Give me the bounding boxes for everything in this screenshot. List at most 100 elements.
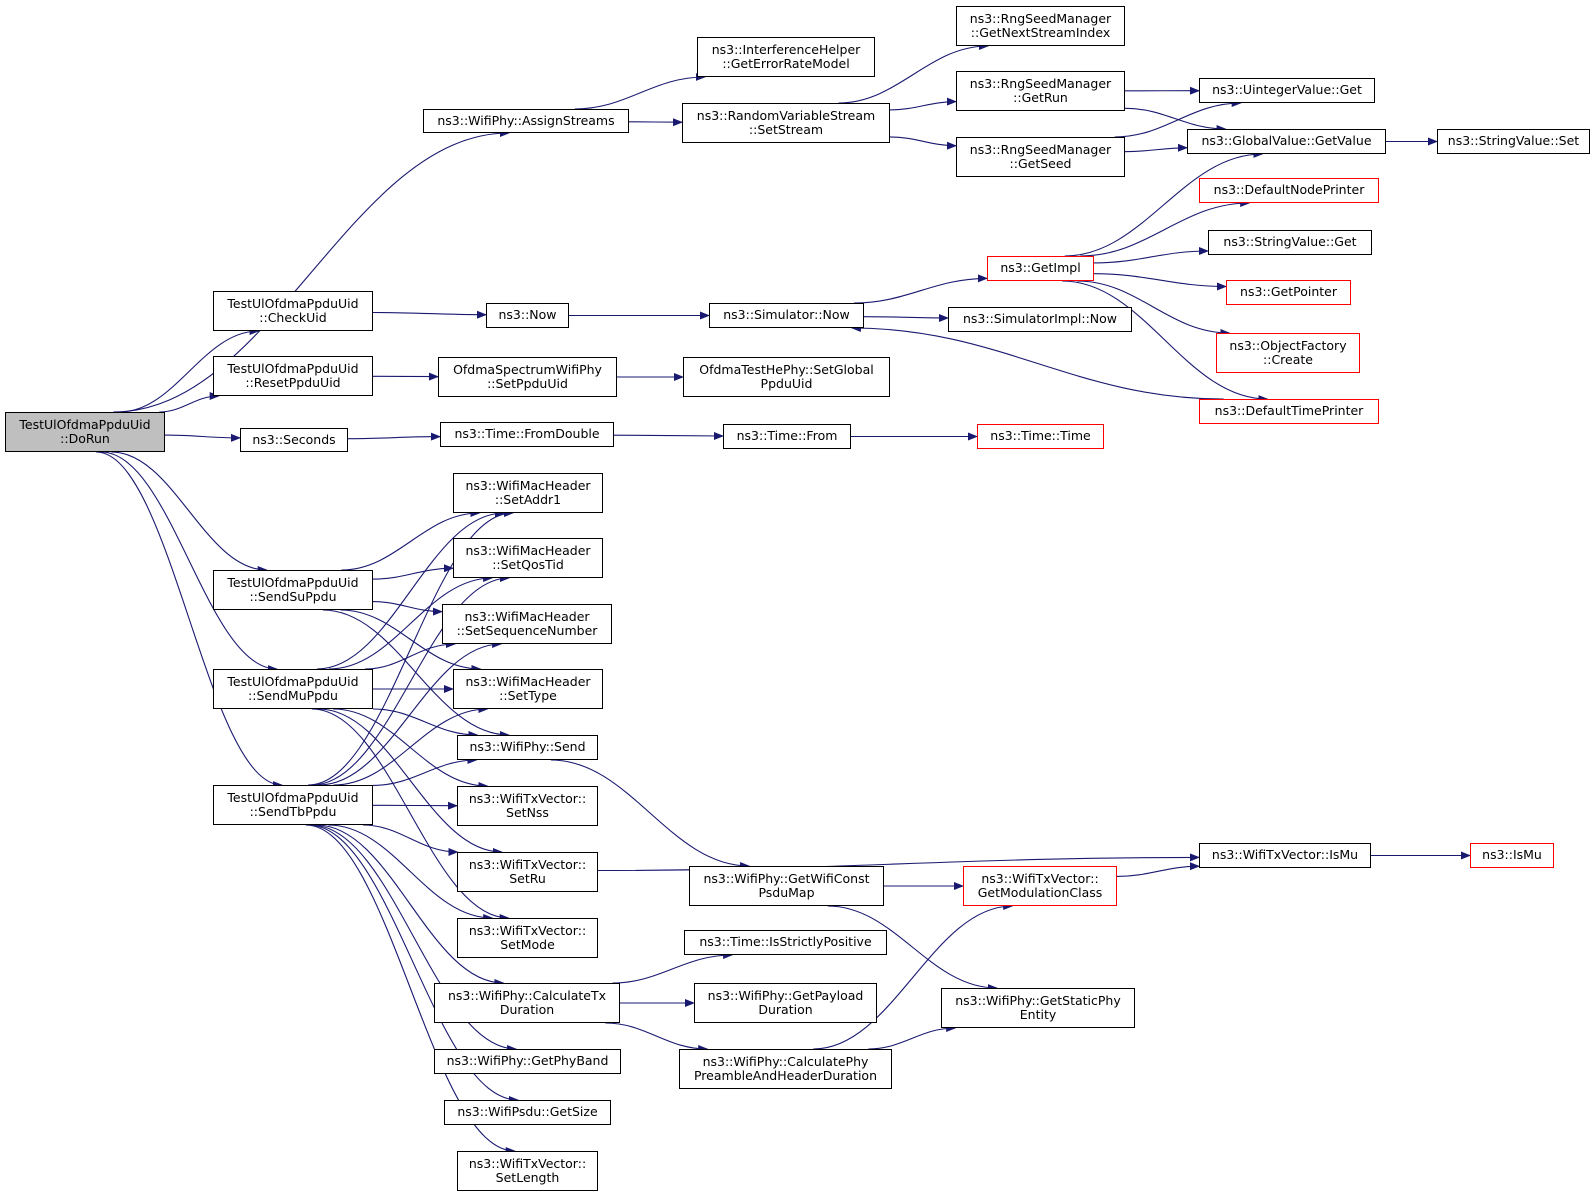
node-wifi-mac-header-set-type[interactable]: ns3::WifiMacHeader::SetType	[453, 669, 603, 709]
node-time-time[interactable]: ns3::Time::Time	[977, 424, 1104, 449]
node-wifi-tx-vector-set-mode[interactable]: ns3::WifiTxVector::SetMode	[457, 918, 598, 958]
node-label-line: ns3::DefaultNodePrinter	[1214, 183, 1365, 198]
node-uinteger-value-get[interactable]: ns3::UintegerValue::Get	[1199, 78, 1375, 103]
node-test-check-uid[interactable]: TestUlOfdmaPpduUid::CheckUid	[213, 291, 373, 331]
node-rng-get-run[interactable]: ns3::RngSeedManager::GetRun	[956, 71, 1125, 111]
node-label-line: OfdmaTestHePhy::SetGlobal	[699, 363, 874, 378]
node-time-from-double[interactable]: ns3::Time::FromDouble	[440, 422, 614, 447]
node-global-value-get-value[interactable]: ns3::GlobalValue::GetValue	[1187, 129, 1386, 154]
node-label-line: SetMode	[500, 938, 555, 953]
node-label-line: ns3::WifiPhy::GetWifiConst	[703, 872, 869, 887]
node-label-line: ns3::WifiPhy::CalculatePhy	[703, 1055, 869, 1070]
node-ofdma-spectrum-wifi-phy-set-ppdu-uid[interactable]: OfdmaSpectrumWifiPhy::SetPpduUid	[438, 357, 617, 397]
call-edge-sendMuPpdu-to-setRu	[319, 709, 502, 852]
node-now[interactable]: ns3::Now	[486, 303, 569, 328]
node-label-line: ::SetPpduUid	[487, 377, 568, 392]
node-label-line: ::SetAddr1	[495, 493, 561, 508]
node-label-line: ::GetErrorRateModel	[722, 57, 849, 72]
node-label-line: ns3::WifiPhy::GetStaticPhy	[955, 994, 1121, 1009]
node-label-line: ns3::Time::From	[737, 429, 838, 444]
node-label-line: TestUlOfdmaPpduUid	[227, 675, 358, 690]
node-label-line: ns3::IsMu	[1482, 848, 1542, 863]
node-label-line: ns3::Time::FromDouble	[454, 427, 599, 442]
node-test-send-mu-ppdu[interactable]: TestUlOfdmaPpduUid::SendMuPpdu	[213, 669, 373, 709]
node-seconds[interactable]: ns3::Seconds	[240, 428, 348, 452]
node-string-value-get[interactable]: ns3::StringValue::Get	[1208, 230, 1372, 255]
node-label-line: ns3::WifiPhy::CalculateTx	[448, 989, 606, 1004]
node-label-line: ::GetRun	[1013, 91, 1068, 106]
node-wifi-tx-vector-set-length[interactable]: ns3::WifiTxVector::SetLength	[457, 1151, 598, 1191]
call-edge-setStream-to-getRun	[890, 102, 956, 110]
node-get-pointer[interactable]: ns3::GetPointer	[1226, 280, 1351, 305]
node-default-time-printer[interactable]: ns3::DefaultTimePrinter	[1199, 399, 1379, 424]
node-wifi-phy-assign-streams[interactable]: ns3::WifiPhy::AssignStreams	[423, 109, 629, 133]
node-random-variable-stream-set-stream[interactable]: ns3::RandomVariableStream::SetStream	[682, 103, 890, 143]
node-time-is-strictly-positive[interactable]: ns3::Time::IsStrictlyPositive	[684, 930, 887, 955]
node-label-line: ns3::WifiPhy::GetPayload	[708, 989, 864, 1004]
node-label-line: ns3::GetImpl	[1000, 261, 1080, 276]
node-label-line: GetModulationClass	[978, 886, 1103, 901]
node-label-line: ::ResetPpduUid	[245, 376, 340, 391]
node-object-factory-create[interactable]: ns3::ObjectFactory::Create	[1216, 333, 1360, 373]
node-label-line: SetNss	[506, 806, 549, 821]
node-simulator-impl-now[interactable]: ns3::SimulatorImpl::Now	[948, 307, 1132, 332]
node-label-line: TestUlOfdmaPpduUid	[19, 418, 150, 433]
node-time-from[interactable]: ns3::Time::From	[723, 424, 851, 449]
node-simulator-now[interactable]: ns3::Simulator::Now	[709, 303, 864, 328]
node-is-mu[interactable]: ns3::IsMu	[1470, 843, 1554, 868]
node-label-line: ::SetQosTid	[492, 558, 564, 573]
node-test-send-tb-ppdu[interactable]: TestUlOfdmaPpduUid::SendTbPpdu	[213, 785, 373, 825]
node-label-line: ns3::WifiTxVector::	[469, 1157, 586, 1172]
node-label-line: PsduMap	[758, 886, 814, 901]
node-test-reset-ppdu-uid[interactable]: TestUlOfdmaPpduUid::ResetPpduUid	[213, 356, 373, 396]
node-label-line: PreambleAndHeaderDuration	[694, 1069, 877, 1084]
node-label-line: Entity	[1020, 1008, 1057, 1023]
node-wifi-psdu-get-size[interactable]: ns3::WifiPsdu::GetSize	[444, 1100, 611, 1125]
node-label-line: ns3::WifiMacHeader	[465, 544, 590, 559]
node-wifi-mac-header-set-addr1[interactable]: ns3::WifiMacHeader::SetAddr1	[453, 473, 603, 513]
node-label-line: ::Create	[1263, 353, 1313, 368]
node-string-value-set[interactable]: ns3::StringValue::Set	[1437, 129, 1590, 154]
node-label-line: ns3::StringValue::Get	[1223, 235, 1356, 250]
call-edge-defaultTimePrinter-to-simulatorNow	[852, 328, 1224, 399]
node-label-line: ::SendTbPpdu	[250, 805, 337, 820]
node-wifi-phy-get-phy-band[interactable]: ns3::WifiPhy::GetPhyBand	[434, 1049, 621, 1074]
node-label-line: ns3::Time::Time	[990, 429, 1090, 444]
node-default-node-printer[interactable]: ns3::DefaultNodePrinter	[1199, 178, 1379, 203]
node-rng-get-seed[interactable]: ns3::RngSeedManager::GetSeed	[956, 137, 1125, 177]
node-get-impl[interactable]: ns3::GetImpl	[987, 256, 1094, 281]
call-edge-calcTxDuration-to-isStrictlyPositive	[613, 955, 733, 983]
node-wifi-mac-header-set-sequence-number[interactable]: ns3::WifiMacHeader::SetSequenceNumber	[442, 604, 612, 644]
call-edge-doRun-to-sendTbPpdu	[96, 452, 282, 785]
node-label-line: ::GetNextStreamIndex	[971, 26, 1110, 41]
node-label-line: ns3::SimulatorImpl::Now	[963, 312, 1117, 327]
node-label-line: OfdmaSpectrumWifiPhy	[453, 363, 602, 378]
node-label-line: ns3::Seconds	[252, 433, 335, 448]
node-interference-helper-get-error-rate-model[interactable]: ns3::InterferenceHelper::GetErrorRateMod…	[697, 37, 875, 77]
node-label-line: ns3::WifiTxVector::	[469, 924, 586, 939]
node-wifi-tx-vector-is-mu[interactable]: ns3::WifiTxVector::IsMu	[1199, 843, 1371, 868]
node-wifi-tx-vector-get-modulation-class[interactable]: ns3::WifiTxVector::GetModulationClass	[963, 866, 1117, 906]
node-test-ul-ofdma-ppdu-uid-do-run: TestUlOfdmaPpduUid::DoRun	[5, 412, 165, 452]
call-edge-seconds-to-fromDouble	[348, 437, 440, 439]
node-label-line: ns3::StringValue::Set	[1448, 134, 1579, 149]
node-label-line: Duration	[758, 1003, 812, 1018]
node-rng-get-next-stream-index[interactable]: ns3::RngSeedManager::GetNextStreamIndex	[956, 6, 1125, 46]
node-test-send-su-ppdu[interactable]: TestUlOfdmaPpduUid::SendSuPpdu	[213, 570, 373, 610]
node-label-line: ::GetSeed	[1010, 157, 1072, 172]
call-edge-getSeed-to-globalGetValue	[1125, 148, 1187, 152]
node-label-line: ::SetStream	[749, 123, 823, 138]
node-wifi-tx-vector-set-ru[interactable]: ns3::WifiTxVector::SetRu	[457, 852, 598, 892]
node-label-line: Duration	[500, 1003, 554, 1018]
node-wifi-mac-header-set-qos-tid[interactable]: ns3::WifiMacHeader::SetQosTid	[453, 538, 603, 578]
node-wifi-tx-vector-set-nss[interactable]: ns3::WifiTxVector::SetNss	[457, 786, 598, 826]
node-label-line: ns3::DefaultTimePrinter	[1215, 404, 1364, 419]
node-wifi-phy-send[interactable]: ns3::WifiPhy::Send	[457, 735, 598, 760]
